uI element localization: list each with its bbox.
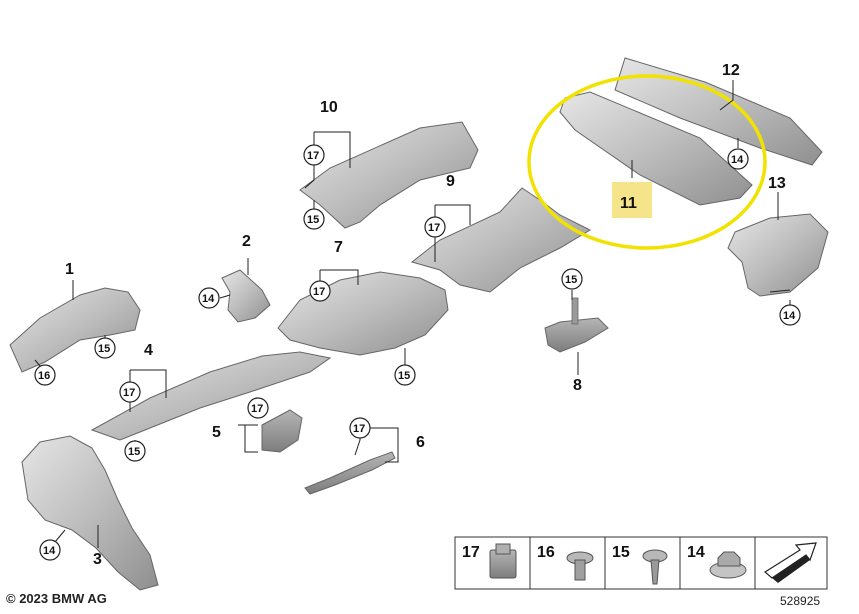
callout-17-part6: 17 [353, 423, 365, 435]
callout-17-part7: 17 [313, 286, 325, 298]
expanding-rivet-icon [566, 551, 594, 581]
label-part-11-highlight [612, 182, 652, 218]
label-part-7: 7 [334, 239, 343, 256]
callout-14-part3: 14 [43, 545, 56, 557]
callout-15-part1: 15 [98, 343, 110, 355]
label-part-4: 4 [144, 342, 153, 359]
callout-14-part2: 14 [202, 293, 215, 305]
highlight-ellipse [527, 74, 767, 250]
callout-15-part8: 15 [565, 274, 577, 286]
part-11-heat-shield[interactable] [559, 91, 753, 206]
fastener-legend [454, 536, 828, 590]
hex-nut-icon [709, 551, 747, 579]
fastener-callouts [34, 144, 801, 561]
label-part-9: 9 [446, 173, 455, 190]
screw-icon [642, 549, 668, 585]
part-13-heat-shield[interactable] [727, 213, 829, 297]
part-8-bracket-post [571, 297, 579, 325]
part-5-clip[interactable] [261, 409, 303, 453]
label-part-1: 1 [65, 261, 74, 278]
label-part-13: 13 [768, 175, 786, 192]
label-part-12: 12 [722, 62, 740, 79]
part-2-bracket[interactable] [221, 269, 271, 323]
callout-17-part5: 17 [251, 403, 263, 415]
legend-label-14: 14 [687, 544, 705, 561]
callout-14-part12: 14 [731, 154, 744, 166]
callout-15-part10: 15 [307, 214, 319, 226]
diagram-reference-number: 528925 [780, 594, 821, 608]
legend-label-16: 16 [537, 544, 555, 561]
label-part-6: 6 [416, 434, 425, 451]
part-8-bracket[interactable] [544, 317, 609, 353]
copyright-text: © 2023 BMW AG [6, 591, 107, 606]
part-3-wheel-arch-shield[interactable] [21, 435, 159, 591]
label-part-3: 3 [93, 551, 102, 568]
callout-17-part10: 17 [307, 150, 319, 162]
callout-16-part1: 16 [38, 370, 50, 382]
legend-label-17: 17 [462, 544, 480, 561]
callout-15-part4: 15 [128, 446, 140, 458]
label-part-10: 10 [320, 99, 338, 116]
label-part-8: 8 [573, 377, 582, 394]
direction-arrow-icon [763, 542, 817, 583]
legend-label-15: 15 [612, 544, 630, 561]
callout-14-part13: 14 [783, 310, 796, 322]
label-part-5: 5 [212, 424, 221, 441]
clip-nut-icon [489, 543, 517, 579]
part-4-heat-shield[interactable] [90, 351, 332, 441]
label-part-2: 2 [242, 233, 251, 250]
part-6-strip[interactable] [304, 451, 396, 495]
callout-17-part9: 17 [428, 222, 440, 234]
label-part-11: 11 [620, 195, 637, 212]
part-10-heat-shield[interactable] [299, 121, 479, 229]
part-9-heat-shield[interactable] [410, 187, 592, 293]
part-7-heat-shield[interactable] [277, 271, 449, 356]
part-1-heat-shield[interactable] [9, 287, 141, 373]
callout-15-part7: 15 [398, 370, 410, 382]
callout-17-part4: 17 [123, 387, 135, 399]
